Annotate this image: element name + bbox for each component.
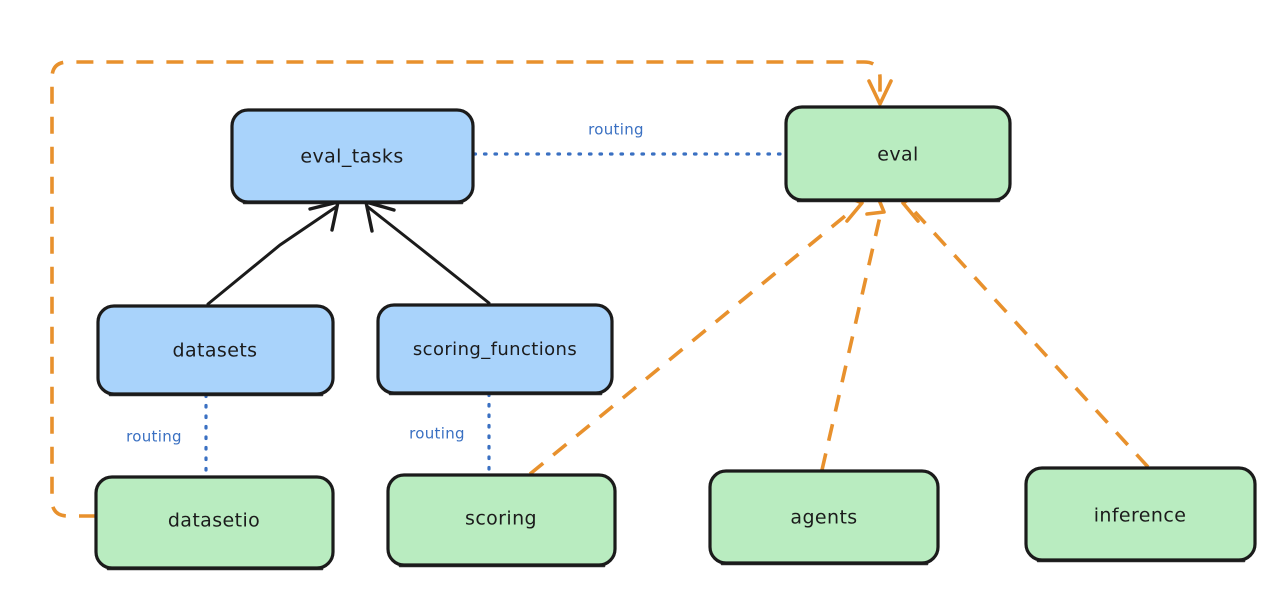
node-scoring-functions[interactable]: scoring_functions [376, 303, 614, 396]
node-datasets-shape [96, 304, 335, 396]
node-eval-tasks[interactable]: eval_tasks [230, 108, 475, 205]
node-eval-label: eval [877, 144, 918, 166]
edge-datasetio-to-eval[interactable] [50, 60, 893, 518]
node-inference-label: inference [1094, 505, 1187, 527]
node-agents[interactable]: agents [708, 469, 940, 566]
node-datasetio[interactable]: datasetio [94, 475, 335, 571]
node-agents-shape [708, 469, 940, 565]
node-datasets-label: datasets [173, 340, 258, 362]
node-scoring-functions-label: scoring_functions [413, 339, 577, 360]
edge-label-layer: routing routing routing [126, 121, 644, 446]
edge-agents-to-eval[interactable] [820, 188, 886, 471]
node-eval-shape [784, 105, 1012, 202]
node-eval-tasks-shape [230, 108, 475, 204]
node-eval[interactable]: eval [784, 105, 1012, 203]
node-scoring[interactable]: scoring [386, 473, 617, 568]
node-datasetio-shape [94, 475, 335, 570]
node-scoring-label: scoring [465, 508, 537, 530]
edge-scoring-functions-to-eval-tasks[interactable] [364, 200, 491, 305]
edge-layer [50, 60, 1150, 518]
edge-datasets-to-eval-tasks[interactable] [206, 200, 340, 306]
node-datasetio-label: datasetio [168, 510, 260, 532]
node-agents-label: agents [790, 507, 857, 529]
node-eval-tasks-label: eval_tasks [300, 146, 403, 168]
edge-label-routing-datasets-datasetio: routing [126, 428, 182, 446]
node-datasets[interactable]: datasets [96, 304, 335, 397]
node-inference-shape [1024, 466, 1257, 562]
edge-label-routing-eval-tasks-eval: routing [588, 121, 644, 139]
node-scoring-shape [386, 473, 617, 567]
edge-inference-to-eval[interactable] [901, 188, 1150, 469]
node-inference[interactable]: inference [1024, 466, 1257, 563]
edge-label-routing-scoring-functions-scoring: routing [409, 425, 465, 443]
node-scoring-functions-shape [376, 303, 614, 395]
